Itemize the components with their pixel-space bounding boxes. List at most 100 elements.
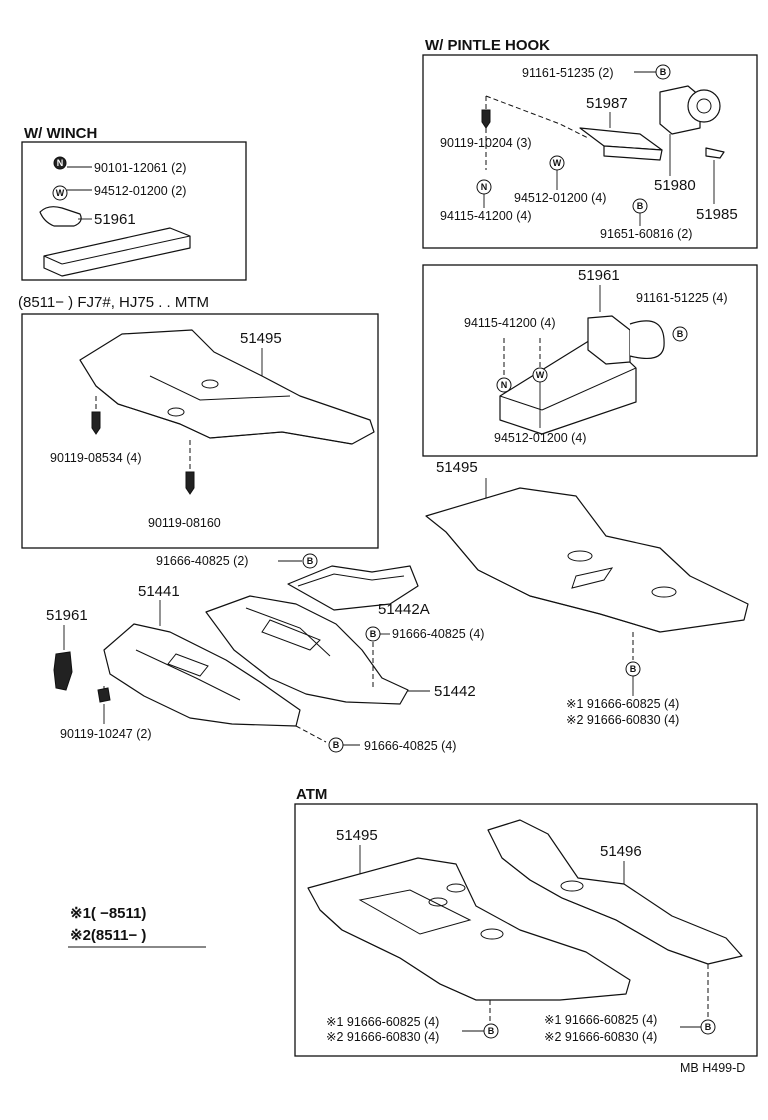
pintle-box [422,54,758,249]
main-ref-1: ※1 91666-60825 (4) [566,697,679,711]
winch-bolt-icon: N [53,156,67,170]
main-skid-51441-slot [167,653,209,677]
tow-b-symbol: B [677,329,684,339]
footer-code: MB H499-D [680,1061,745,1075]
winch-hook-icon [39,206,82,227]
pintle-b2-symbol: B [637,201,644,211]
main-skid-51442-slot [261,619,321,651]
pintle-n-symbol: N [481,182,488,192]
pintle-part-2: 51987 [586,95,628,112]
atm-part-2: 51496 [600,843,642,860]
main-part-5: 91666-40825 (4) [392,627,484,641]
pintle-part-3: 90119-10204 (3) [440,136,532,150]
pintle-hook-inner [696,98,712,114]
main-skid-51441-rib [135,649,241,701]
main-b1-symbol: B [307,556,314,566]
main-b-circle-2: B [365,626,381,642]
mtm-part-1: 51495 [240,330,282,347]
mtm-box [21,313,379,549]
main-skid-hole [567,550,593,562]
mtm-skid-hole [201,379,219,389]
atm-skid-edge [319,909,477,1001]
tow-dash [503,338,541,376]
pintle-dash-line [485,95,589,139]
main-ref-2: ※2 91666-60830 (4) [566,713,679,727]
main-part-3: 51441 [138,583,180,600]
main-part-7: 90119-10247 (2) [60,727,152,741]
atm-b-circle-2: B [700,1019,716,1035]
pintle-b-circle-2: B [632,198,648,214]
tow-part-1: 51961 [578,267,620,284]
pintle-b-symbol: B [660,67,667,77]
main-part-2: 51442A [378,601,430,618]
winch-part-2: 94512-01200 (2) [94,184,186,198]
main-part-8: 91666-40825 (4) [364,739,456,753]
main-skid-51441 [103,623,301,727]
main-part-4: 51961 [46,607,88,624]
tow-part-3: 94115-41200 (4) [464,316,556,330]
main-skid-edge [445,531,661,633]
atm-ref-b2: ※2 91666-60830 (4) [544,1030,657,1044]
mtm-bolt-2-icon [185,471,195,495]
main-bracket-edge [297,573,405,587]
pintle-b-circle: B [655,64,671,80]
main-part-1: 91666-40825 (2) [156,554,248,568]
mtm-skid-edge [95,385,353,445]
atm-b2-symbol: B [705,1022,712,1032]
pintle-part-8: 91651-60816 (2) [600,227,692,241]
main-part-6: 51442 [434,683,476,700]
winch-part-3: 51961 [94,211,136,228]
main-bolt-icon [97,687,111,703]
tow-hook-plate [587,315,631,365]
edge [61,235,191,265]
atm-ref-b1: ※1 91666-60825 (4) [544,1013,657,1027]
main-b3-symbol: B [333,740,340,750]
pintle-hook-ring [687,89,721,123]
main-b-circle-3: B [328,737,344,753]
main-skid-slot [571,567,614,589]
legend-line-2: ※2(8511− ) [70,927,146,944]
main-b2-symbol: B [370,629,377,639]
pintle-part-5: 51980 [654,177,696,194]
winch-washer-symbol: W [56,188,65,198]
main-skid-51442-rib [245,607,331,657]
atm-skid-hole [446,883,466,893]
pintle-part-7: 51985 [696,206,738,223]
pintle-header: W/ PINTLE HOOK [425,37,550,54]
main-51495-label: 51495 [436,459,478,476]
tow-n-circle: N [496,377,512,393]
pintle-bolt-icon [481,109,491,129]
atm-part-1: 51495 [336,827,378,844]
atm-ref-a2: ※2 91666-60830 (4) [326,1030,439,1044]
atm-skid-51496-edge [501,857,669,951]
winch-header: W/ WINCH [24,125,97,142]
pintle-w-symbol: W [553,158,562,168]
pintle-bracket-side [603,145,663,161]
winch-bolt-symbol: N [57,158,64,168]
pintle-part-6: 94115-41200 (4) [440,209,532,223]
main-skid-hole [651,586,677,598]
atm-skid-panel [358,889,472,935]
main-b-circle-1: B [302,553,318,569]
atm-skid-51496-hole [560,880,584,892]
winch-box [21,141,247,281]
tow-part-4: 94512-01200 (4) [494,431,586,445]
atm-header: ATM [296,786,327,803]
pintle-part-1: 91161-51235 (2) [522,66,614,80]
atm-skid-hole [480,928,504,940]
mtm-part-2: 90119-08534 (4) [50,451,142,465]
winch-part-1: 90101-12061 (2) [94,161,186,175]
atm-ref-a1: ※1 91666-60825 (4) [326,1015,439,1029]
pintle-n-circle: N [476,179,492,195]
tow-w-symbol: W [536,370,545,380]
mtm-header: (8511− ) FJ7#, HJ75 . . MTM [18,294,209,311]
atm-b1-symbol: B [488,1026,495,1036]
mtm-skid-hole [167,407,185,417]
winch-washer-icon: W [52,185,68,201]
main-bracket-51442a [287,565,419,611]
mtm-skid-rib [149,375,291,401]
main-b-circle-4: B [625,661,641,677]
mtm-part-3: 90119-08160 [148,516,221,530]
edge [541,367,637,411]
